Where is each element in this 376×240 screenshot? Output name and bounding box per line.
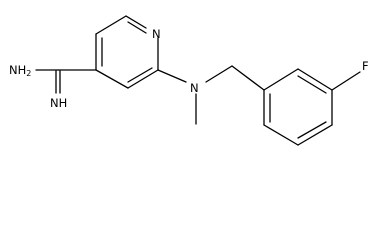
bond-py-c2-n1-double-b	[127, 21, 147, 34]
bond-ph-inner-b	[297, 121, 327, 139]
atom-label-amine-n: N	[190, 81, 199, 95]
bond-py-c5-c4	[95, 69, 129, 89]
bond-n-ch2	[205, 65, 233, 83]
molecule-structure: NH2 NH N N F	[9, 15, 369, 146]
bond-ring-amine-n	[157, 69, 187, 83]
atom-label-fluorine: F	[362, 59, 369, 73]
bond-ph-4	[297, 124, 333, 146]
atom-label-pyridine-n: N	[152, 27, 161, 41]
bond-ch2-phenyl	[231, 65, 265, 91]
bond-py-c3-c2	[95, 15, 127, 35]
bond-c-f	[331, 71, 361, 91]
bond-py-c2-n1-double-a	[125, 15, 147, 29]
bond-ph-inner-a	[297, 75, 327, 94]
bond-ph-5	[263, 124, 299, 146]
atom-label-nh2: NH2	[9, 63, 31, 78]
bond-py-c6-c5	[127, 69, 159, 89]
atom-label-nh: NH	[50, 96, 67, 110]
bond-ph-1	[263, 68, 299, 91]
bond-ph-2	[297, 68, 333, 91]
bond-py-inner-b	[127, 67, 153, 83]
